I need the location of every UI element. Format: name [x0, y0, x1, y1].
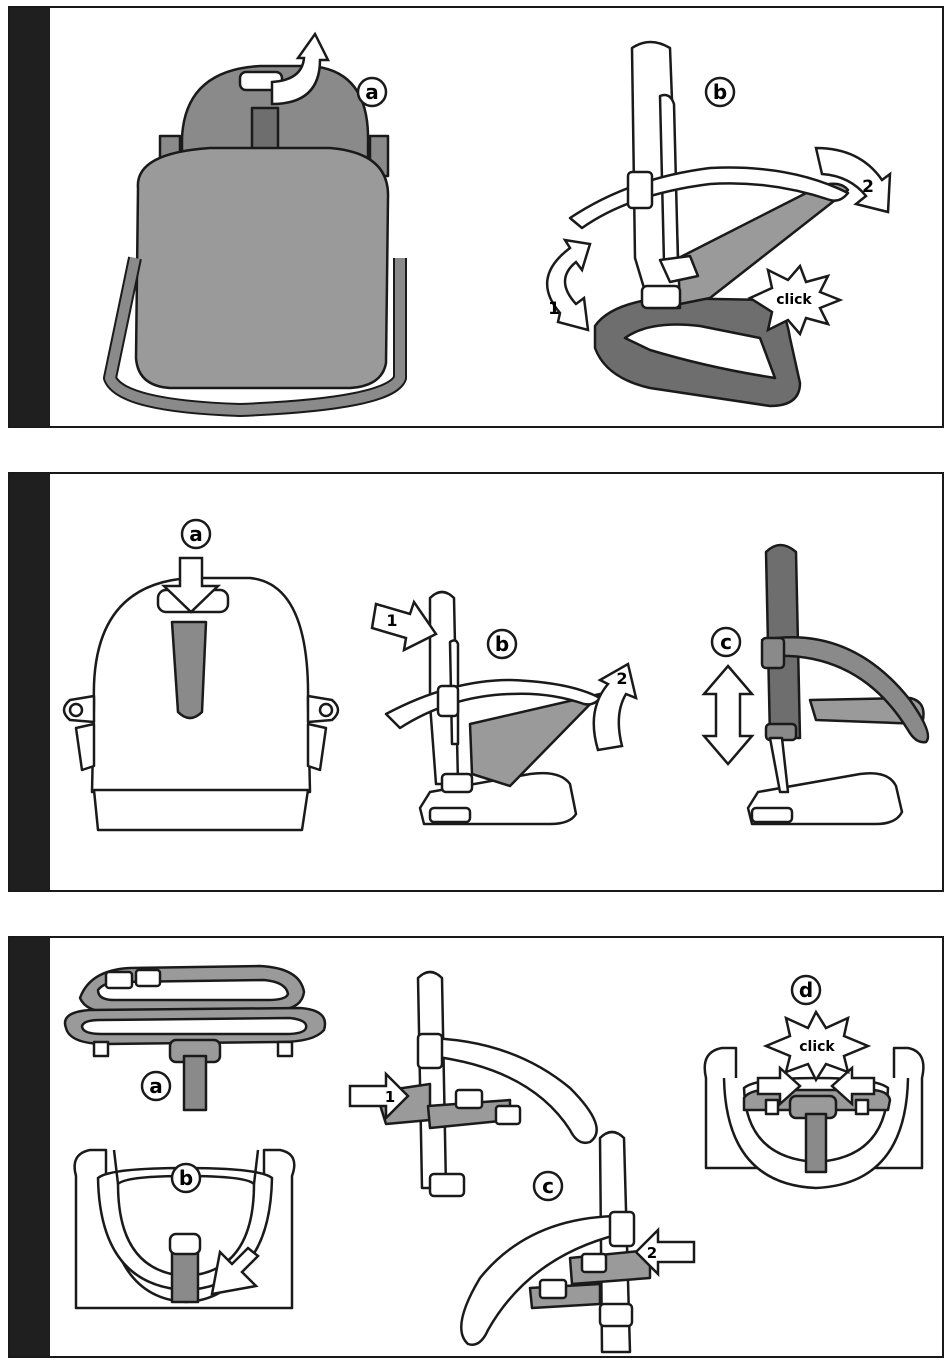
folded-seat-illustration [110, 66, 400, 410]
seat-back-illustration [64, 578, 338, 830]
step-letter: a [149, 1074, 163, 1098]
step-letter: c [720, 630, 732, 654]
step-letter: a [365, 80, 379, 104]
step-letter: b [713, 80, 727, 104]
panel-1-illustration: a b 1 2 click [10, 8, 942, 426]
panel-3-illustration: a b c d 1 2 click [10, 938, 942, 1356]
step-panel-2: a b c 1 2 [8, 472, 944, 892]
arrow-number: 2 [616, 669, 627, 688]
lift-arrow-2-icon [594, 664, 636, 750]
arrow-number: 2 [862, 177, 874, 197]
click-text: click [776, 292, 812, 308]
click-text: click [799, 1039, 835, 1055]
seat-height-illustration [748, 545, 928, 824]
push-arrow-1-icon [372, 602, 436, 650]
step-letter: d [799, 978, 813, 1002]
step-letter: b [495, 632, 509, 656]
buckle-side-view-illustration [376, 972, 597, 1196]
up-down-arrow-icon [704, 666, 752, 764]
step-letter: b [179, 1166, 193, 1190]
panel-2-illustration: a b c 1 2 [10, 474, 942, 890]
buckle-side-view-illustration [461, 1132, 650, 1352]
step-panel-1: a b 1 2 click [8, 6, 944, 428]
arrow-number: 1 [386, 611, 397, 630]
arrow-number: 1 [548, 299, 560, 319]
step-letter: a [189, 522, 203, 546]
step-panel-3: a b c d 1 2 click [8, 936, 944, 1358]
harness-illustration [65, 966, 325, 1110]
arrow-number: 1 [385, 1088, 395, 1106]
step-letter: c [542, 1174, 554, 1198]
arrow-number: 2 [647, 1244, 657, 1262]
